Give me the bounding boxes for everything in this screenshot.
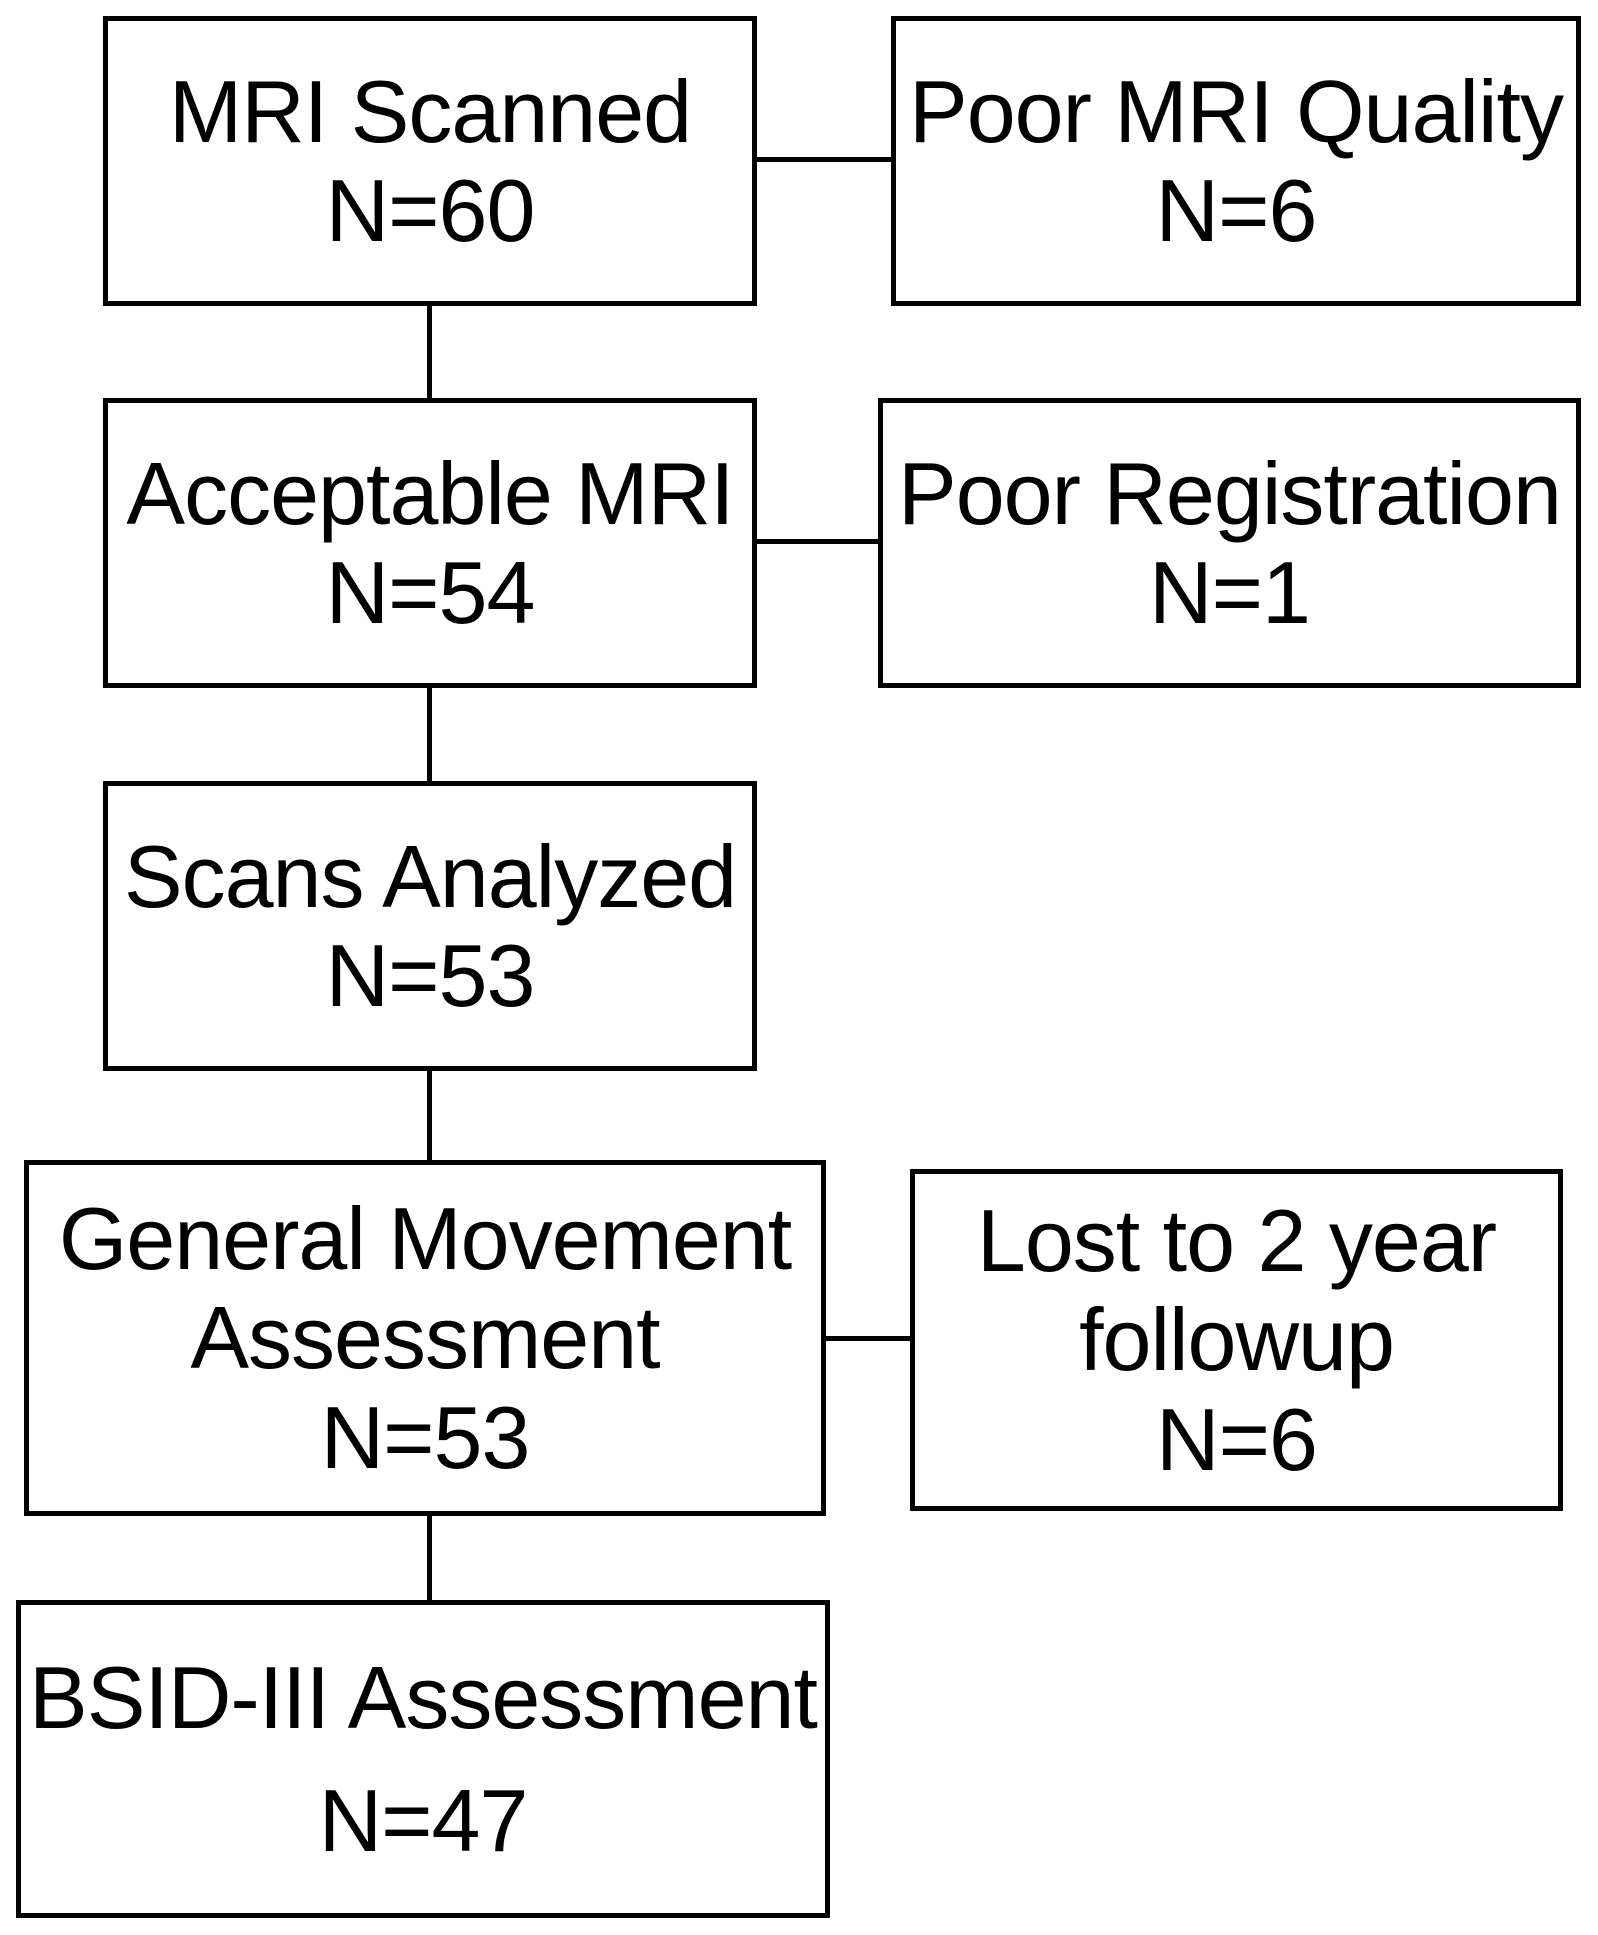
box-label: MRI Scanned xyxy=(168,61,692,161)
connector-acceptable-to-poor-registration xyxy=(757,539,878,544)
box-label: BSID-III Assessment xyxy=(29,1647,818,1747)
connector-scanned-to-acceptable xyxy=(427,306,432,398)
box-poor-registration: Poor Registration N=1 xyxy=(878,398,1581,688)
box-lost-to-followup: Lost to 2 year followup N=6 xyxy=(910,1169,1563,1511)
box-scans-analyzed: Scans Analyzed N=53 xyxy=(103,781,757,1071)
box-mri-scanned: MRI Scanned N=60 xyxy=(103,16,757,306)
box-count: N=53 xyxy=(325,926,536,1025)
box-acceptable-mri: Acceptable MRI N=54 xyxy=(103,398,757,688)
box-label-line2: Assessment xyxy=(190,1288,660,1388)
box-label-line1: General Movement xyxy=(58,1188,792,1288)
box-label: Scans Analyzed xyxy=(123,826,737,926)
box-general-movement-assessment: General Movement Assessment N=53 xyxy=(24,1160,826,1516)
box-count: N=6 xyxy=(1156,1389,1318,1489)
connector-acceptable-to-analyzed xyxy=(427,688,432,781)
box-bsid-iii-assessment: BSID-III Assessment N=47 xyxy=(16,1600,830,1918)
box-label: Poor MRI Quality xyxy=(909,61,1564,161)
connector-gma-to-lost-followup xyxy=(826,1336,910,1341)
box-count: N=60 xyxy=(325,161,536,260)
box-poor-mri-quality: Poor MRI Quality N=6 xyxy=(891,16,1581,306)
box-count: N=1 xyxy=(1149,543,1311,642)
connector-scanned-to-poor-quality xyxy=(757,157,891,162)
box-count: N=6 xyxy=(1155,161,1318,260)
connector-analyzed-to-gma xyxy=(427,1071,432,1160)
box-count: N=47 xyxy=(318,1771,529,1870)
box-count: N=53 xyxy=(320,1387,531,1487)
connector-gma-to-bsid xyxy=(427,1516,432,1600)
box-label: Acceptable MRI xyxy=(126,443,734,543)
box-label: Poor Registration xyxy=(898,443,1562,543)
box-label-line1: Lost to 2 year xyxy=(976,1190,1497,1290)
box-count: N=54 xyxy=(325,543,536,642)
box-label-line2: followup xyxy=(1079,1290,1395,1390)
